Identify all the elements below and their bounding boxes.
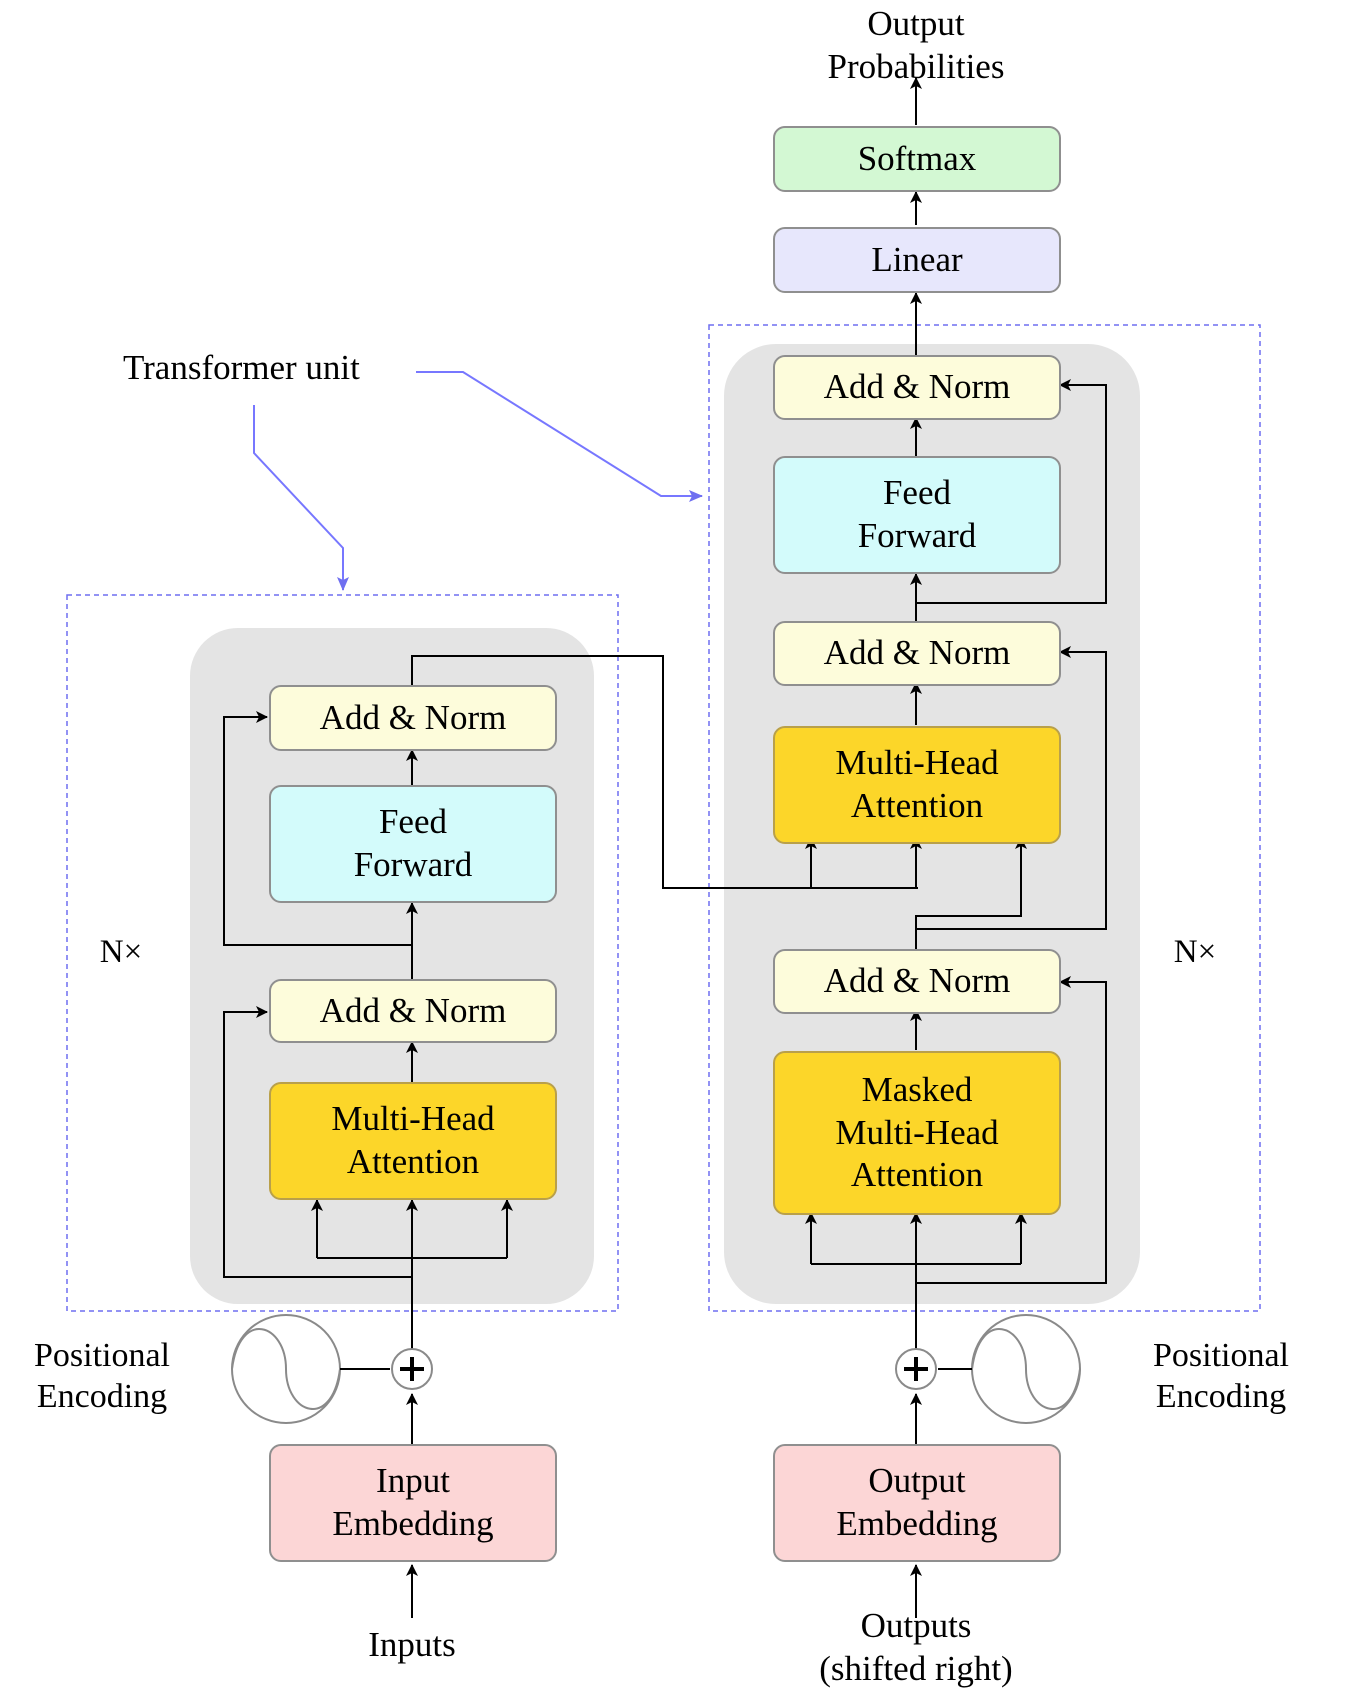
encoder-add-norm-top: Add & Norm [269,685,557,751]
decoder-add-norm-top: Add & Norm [773,355,1061,420]
decoder-residual-2 [916,646,1107,930]
decoder-add-norm-bottom: Add & Norm [773,949,1061,1014]
decoder-add-norm-middle: Add & Norm [773,621,1061,686]
encoder-positional-encoding-label: Positional Encoding [33,1337,171,1416]
decoder-positional-encoding-label: Positional Encoding [1152,1337,1290,1416]
pointer-to-decoder [416,371,703,502]
outputs-label: Outputs (shifted right) [819,1606,1013,1688]
transformer-unit-label: Transformer unit [123,348,360,387]
encoder-positional-encoding-icon [231,1314,341,1424]
decoder-masked-multi-head-attention: Masked Multi-Head Attention [773,1051,1061,1215]
encoder-add-icon [391,1348,433,1390]
decoder-residual-1 [916,976,1107,1284]
encoder-add-norm-bottom: Add & Norm [269,979,557,1043]
inputs-label: Inputs [368,1625,456,1664]
encoder-feed-forward: Feed Forward [269,785,557,903]
encoder-unit-border [66,594,619,1312]
decoder-norm1-up [915,837,1027,949]
encoder-input-embedding: Input Embedding [269,1444,557,1562]
decoder-unit-border [708,324,1261,1312]
encoder-residual-1 [223,1006,412,1278]
decoder-output-embedding: Output Embedding [773,1444,1061,1562]
decoder-multi-head-attention: Multi-Head Attention [773,726,1061,844]
decoder-repeat-label: N× [1173,934,1217,970]
pointer-to-encoder [253,405,349,591]
decoder-add-icon [895,1348,937,1390]
encoder-output-line [411,655,918,889]
decoder-softmax: Softmax [773,126,1061,192]
encoder-residual-2 [223,711,412,946]
decoder-positional-encoding-icon [971,1314,1081,1424]
decoder-residual-3 [916,379,1107,604]
encoder-multi-head-attention: Multi-Head Attention [269,1082,557,1200]
decoder-linear: Linear [773,227,1061,293]
output-probabilities-label: Output Probabilities [827,4,1005,86]
decoder-feed-forward: Feed Forward [773,456,1061,574]
encoder-repeat-label: N× [99,934,143,970]
